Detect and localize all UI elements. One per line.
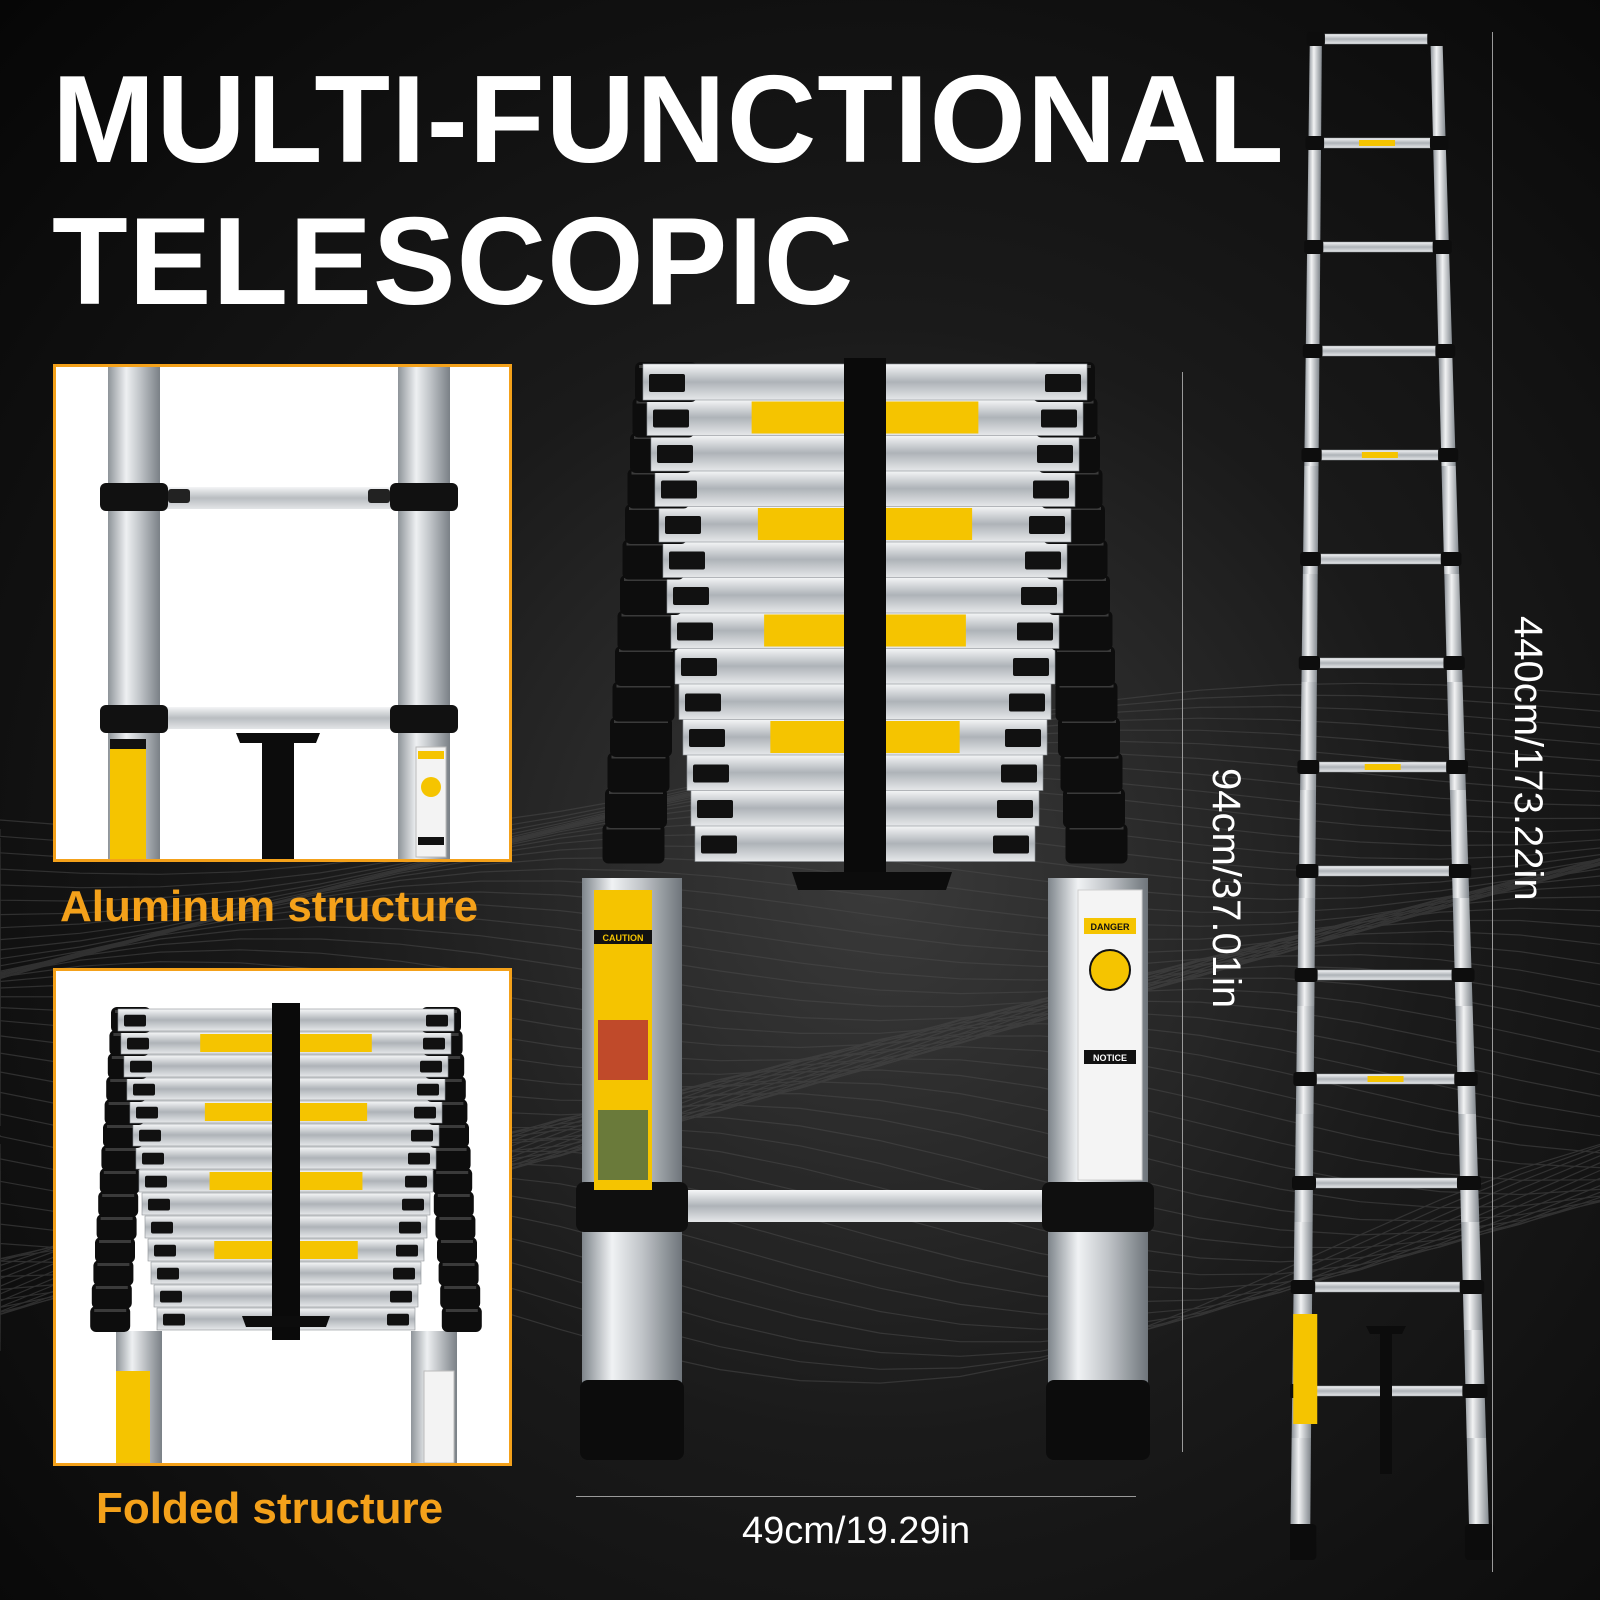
folded-ladder-illustration: CAUTION DANGER NOTICE (576, 358, 1154, 1460)
folded-structure-photo (53, 968, 512, 1466)
svg-text:CAUTION: CAUTION (603, 933, 644, 943)
aluminum-structure-photo (53, 364, 512, 862)
caution-sticker: CAUTION (594, 890, 652, 1190)
height-dimension-line (1182, 372, 1183, 1452)
folded-height-label: 94cm/37.01in (1204, 768, 1248, 1009)
width-dimension-line (576, 1496, 1136, 1497)
extended-dimension-line (1492, 32, 1493, 1572)
folded-structure-caption: Folded structure (96, 1484, 444, 1533)
aluminum-structure-caption: Aluminum structure (60, 882, 479, 931)
svg-text:NOTICE: NOTICE (1093, 1053, 1127, 1063)
danger-sticker: DANGER NOTICE (1077, 889, 1143, 1181)
extended-ladder-illustration (1290, 32, 1495, 1560)
svg-text:DANGER: DANGER (1090, 922, 1130, 932)
headline-line-1: MULTI-FUNCTIONAL (52, 51, 1285, 189)
extended-height-label: 440cm/173.22in (1506, 616, 1550, 901)
folded-width-label: 49cm/19.29in (742, 1510, 971, 1552)
headline-line-2: TELESCOPIC (52, 193, 855, 331)
